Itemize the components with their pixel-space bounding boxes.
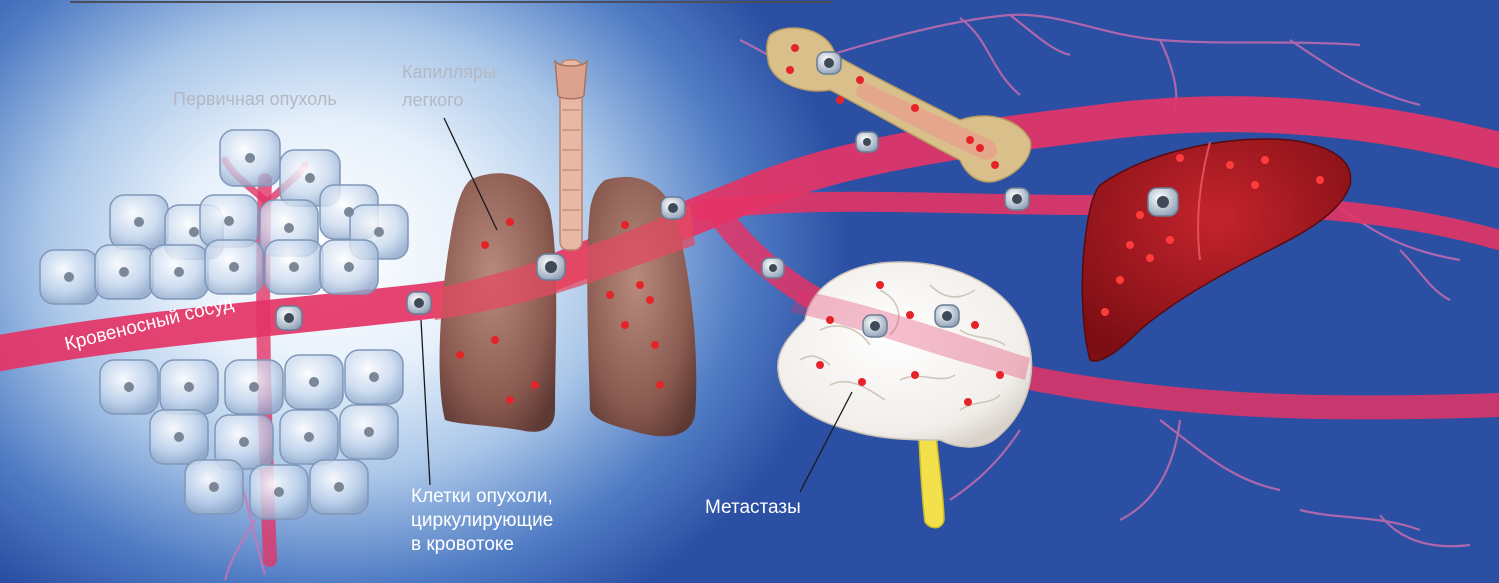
metastases-label: Метастазы	[705, 497, 801, 519]
circulating-cells-label-line1: Клетки опухоли,	[411, 486, 553, 508]
lung-capillaries-label-line2: легкого	[402, 90, 463, 111]
primary-tumor-label: Первичная опухоль	[173, 89, 337, 110]
liver	[1082, 139, 1350, 361]
lung-capillaries-label-line1: Капилляры	[402, 62, 496, 83]
trachea	[555, 60, 587, 250]
callout-line-tumor-cells	[421, 320, 430, 485]
brain	[778, 262, 1032, 528]
circulating-cells-label-line2: циркулирующие	[411, 510, 553, 532]
circulating-cells-label-line3: в кровотоке	[411, 534, 514, 556]
